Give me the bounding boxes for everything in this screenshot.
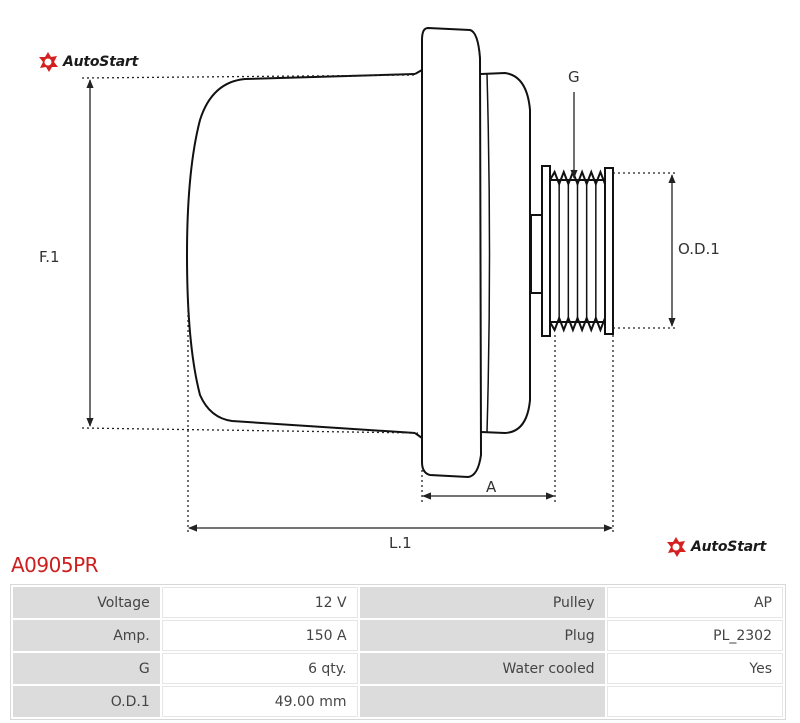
spec-value: AP	[606, 587, 783, 618]
brand-logo-top: AutoStart	[37, 51, 138, 73]
pulley-ribs-top	[549, 169, 606, 187]
alternator-flange	[421, 26, 483, 479]
l1-label: L.1	[389, 534, 412, 552]
pulley-inner-flange	[541, 165, 551, 337]
pulley-hub	[530, 214, 543, 294]
alternator-technical-drawing: G F.1 O.D.1 A L.1	[39, 26, 720, 552]
brand-logo-bottom: AutoStart	[665, 536, 766, 558]
spec-label: Amp.	[13, 620, 160, 651]
spec-label: Voltage	[13, 587, 160, 618]
a-label: A	[486, 478, 497, 496]
brand-name: AutoStart	[63, 54, 139, 70]
autostart-logo-icon	[39, 52, 58, 72]
alternator-housing	[185, 73, 416, 434]
spec-value: 6 qty.	[161, 653, 358, 684]
spec-label: Water cooled	[359, 653, 605, 684]
spec-value: 12 V	[161, 587, 358, 618]
part-code: A0905PR	[11, 553, 99, 577]
spec-row: O.D.1 49.00 mm	[13, 686, 783, 717]
spec-label: O.D.1	[13, 686, 160, 717]
alternator-front-cover-inner	[486, 73, 491, 433]
dimension-extension-lines	[81, 74, 678, 533]
spec-label: Plug	[359, 620, 605, 651]
spec-value	[606, 686, 783, 717]
autostart-logo-icon	[667, 537, 686, 557]
spec-table: Voltage 12 V Pulley AP Amp. 150 A Plug P…	[10, 584, 786, 720]
g-label: G	[568, 68, 580, 86]
brand-name: AutoStart	[691, 539, 767, 555]
alternator-flange-edge	[414, 69, 423, 439]
spec-row: Voltage 12 V Pulley AP	[13, 587, 783, 618]
spec-value: 150 A	[161, 620, 358, 651]
spec-label: Pulley	[359, 587, 605, 618]
spec-value: 49.00 mm	[161, 686, 358, 717]
pulley-ribs-bottom	[549, 315, 606, 333]
spec-value: Yes	[606, 653, 783, 684]
spec-value: PL_2302	[606, 620, 783, 651]
dimension-arrows	[86, 79, 676, 532]
pulley	[541, 165, 614, 337]
od1-label: O.D.1	[678, 240, 720, 258]
spec-row: G 6 qty. Water cooled Yes	[13, 653, 783, 684]
f1-label: F.1	[39, 248, 60, 266]
pulley-outer-flange	[604, 167, 614, 335]
spec-label	[359, 686, 605, 717]
spec-row: Amp. 150 A Plug PL_2302	[13, 620, 783, 651]
spec-label: G	[13, 653, 160, 684]
